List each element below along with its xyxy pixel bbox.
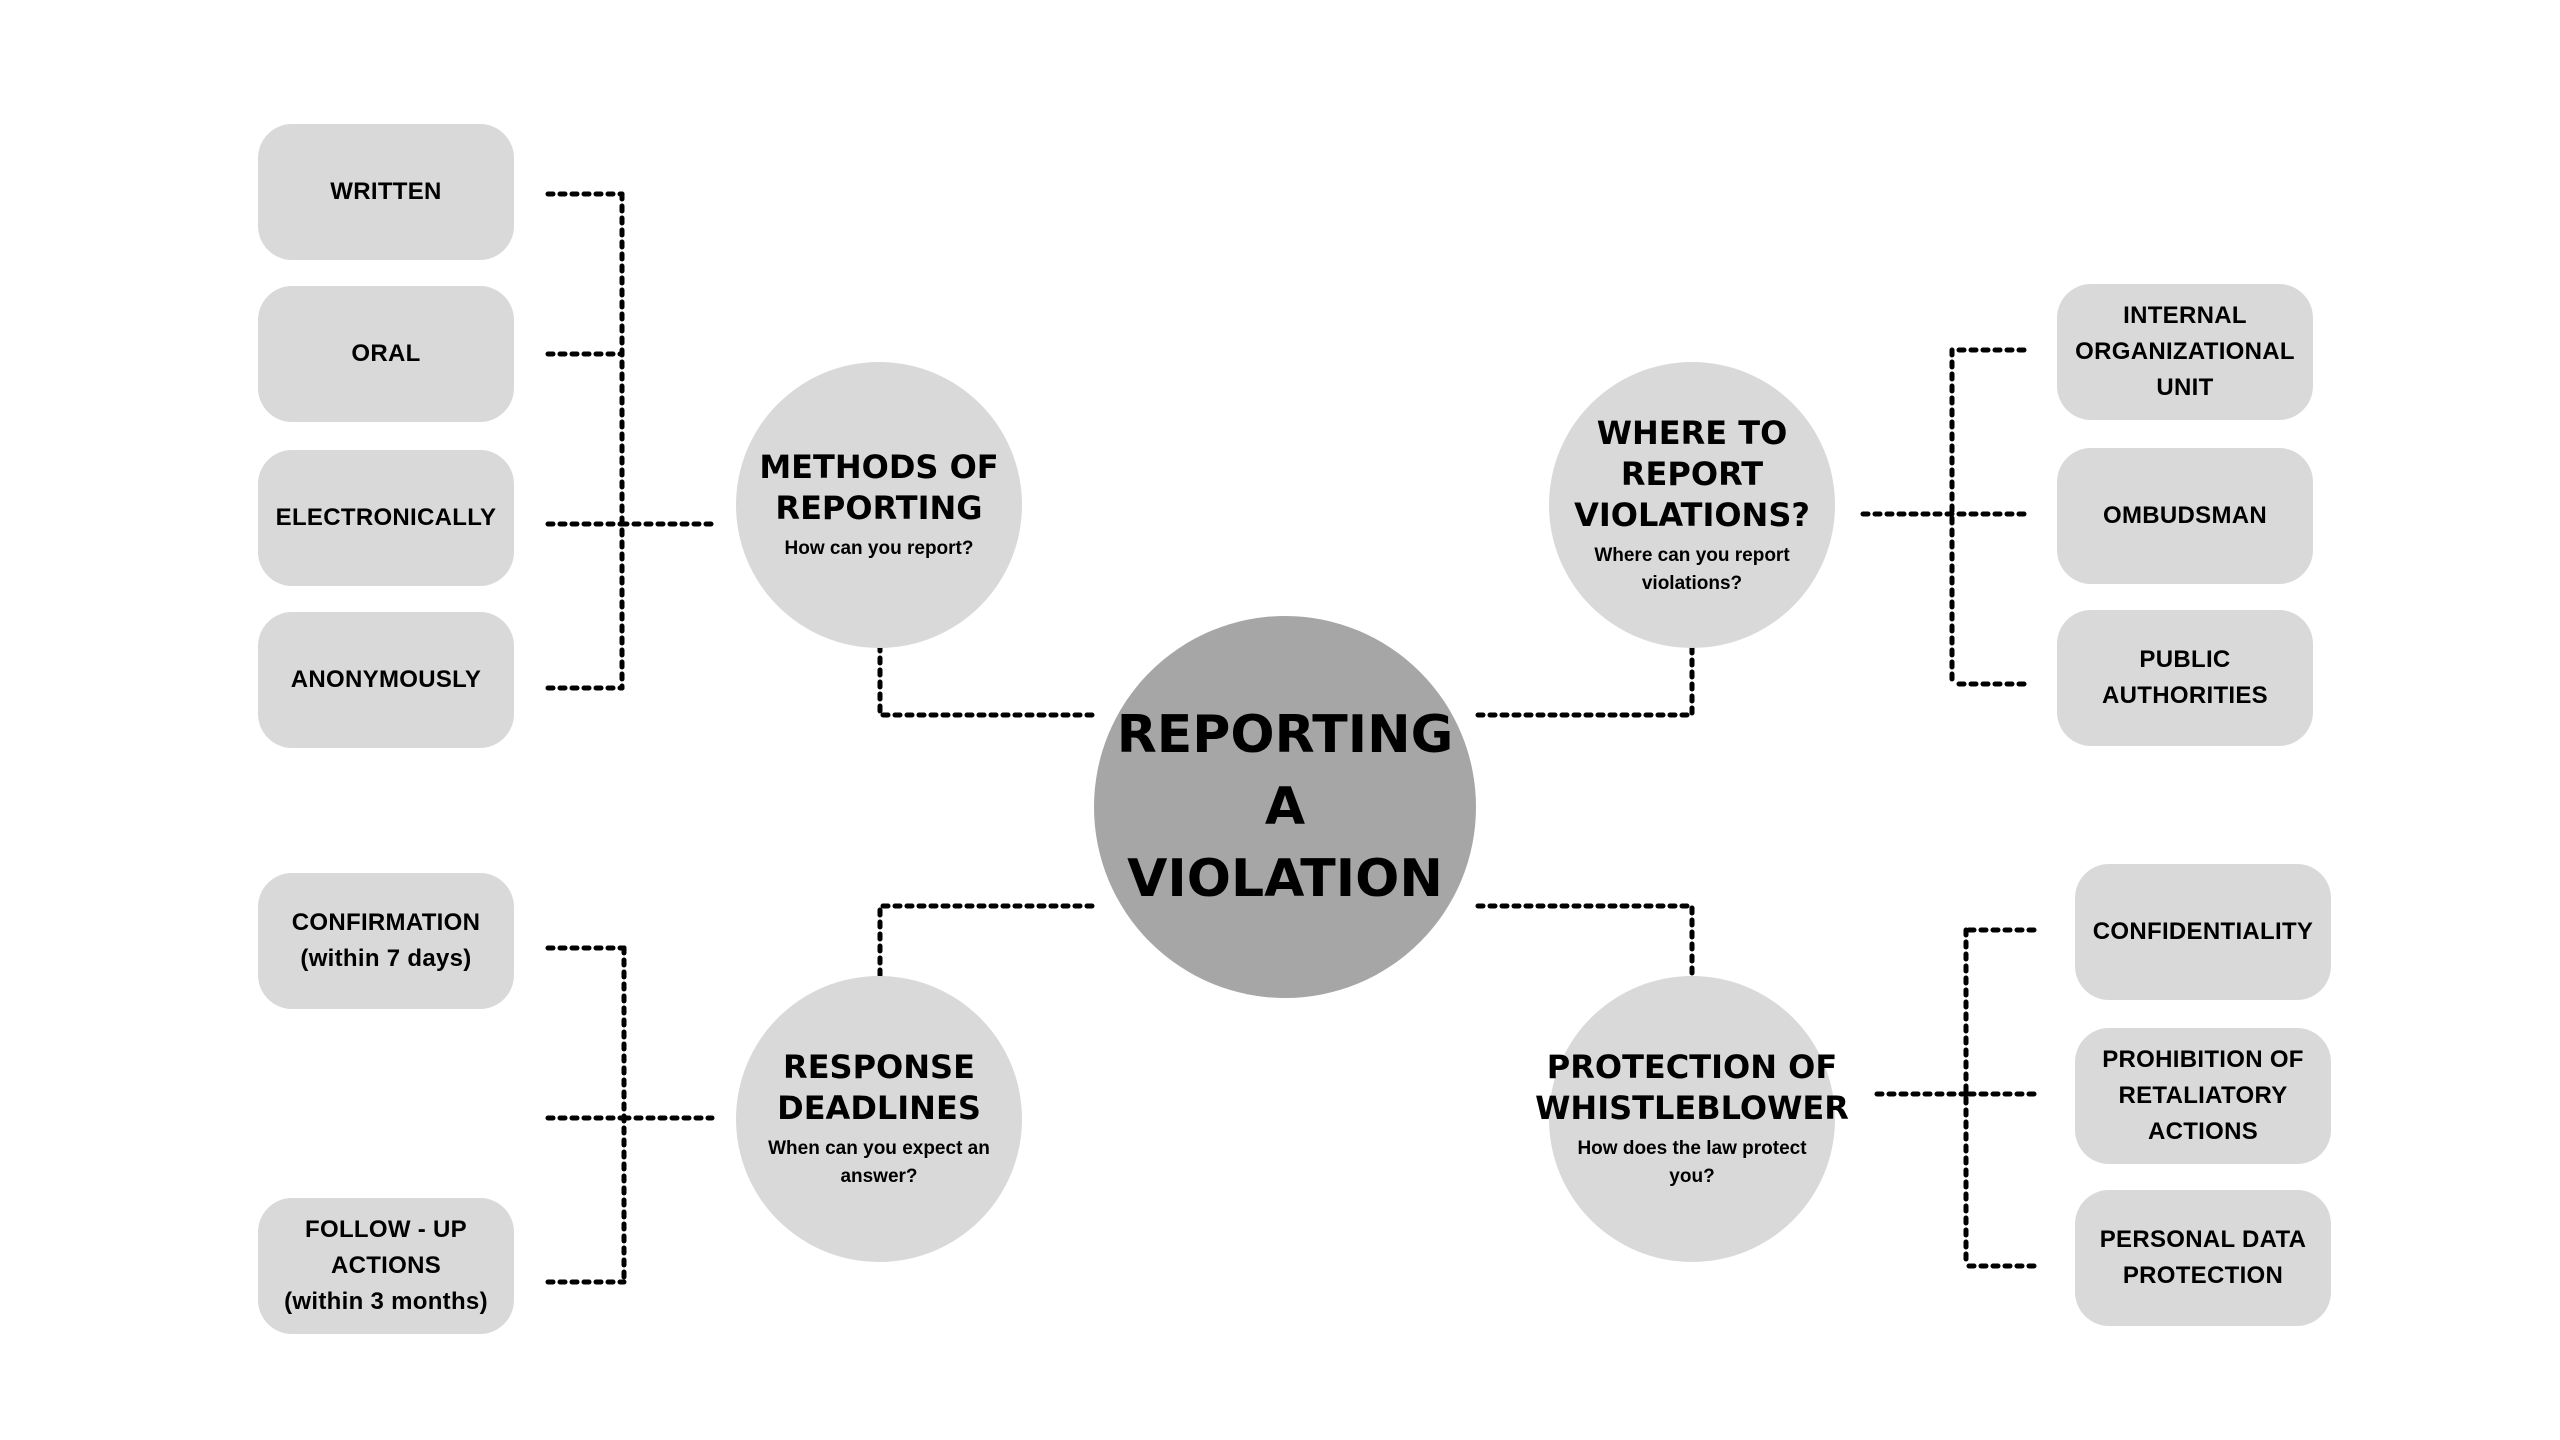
method-item-written: WRITTEN — [258, 124, 514, 260]
topic-response-deadlines: RESPONSE DEADLINES When can you expect a… — [736, 976, 1022, 1262]
topic-title: METHODS OF REPORTING — [759, 448, 999, 527]
deadline-item-confirmation: CONFIRMATION (within 7 days) — [258, 873, 514, 1009]
topic-title: PROTECTION OF WHISTLEBLOWER — [1535, 1048, 1849, 1127]
protection-item-prohibition-retaliation: PROHIBITION OF RETALIATORY ACTIONS — [2075, 1028, 2331, 1164]
where-item-public-authorities: PUBLIC AUTHORITIES — [2057, 610, 2313, 746]
topic-where-to-report: WHERE TO REPORT VIOLATIONS? Where can yo… — [1549, 362, 1835, 648]
topic-subtitle: When can you expect an answer? — [768, 1138, 990, 1187]
topic-subtitle: Where can you report violations? — [1594, 544, 1790, 594]
central-topic: REPORTING A VIOLATION — [1094, 616, 1476, 998]
protection-item-personal-data: PERSONAL DATA PROTECTION — [2075, 1190, 2331, 1326]
topic-subtitle: How can you report? — [784, 538, 974, 559]
topic-subtitle: How does the law protect you? — [1577, 1138, 1807, 1187]
method-item-anonymously: ANONYMOUSLY — [258, 612, 514, 748]
where-item-ombudsman: OMBUDSMAN — [2057, 448, 2313, 584]
where-item-internal-unit: INTERNAL ORGANIZATIONAL UNIT — [2057, 284, 2313, 420]
method-item-oral: ORAL — [258, 286, 514, 422]
deadline-item-follow-up: FOLLOW - UP ACTIONS (within 3 months) — [258, 1198, 514, 1334]
topic-title: RESPONSE DEADLINES — [777, 1048, 981, 1127]
topic-title: WHERE TO REPORT VIOLATIONS? — [1574, 413, 1810, 534]
protection-item-confidentiality: CONFIDENTIALITY — [2075, 864, 2331, 1000]
central-topic-title: REPORTING A VIOLATION — [1116, 705, 1454, 909]
method-item-electronically: ELECTRONICALLY — [258, 450, 514, 586]
topic-protection-of-whistleblower: PROTECTION OF WHISTLEBLOWER How does the… — [1535, 976, 1849, 1262]
topic-methods-of-reporting: METHODS OF REPORTING How can you report? — [736, 362, 1022, 648]
